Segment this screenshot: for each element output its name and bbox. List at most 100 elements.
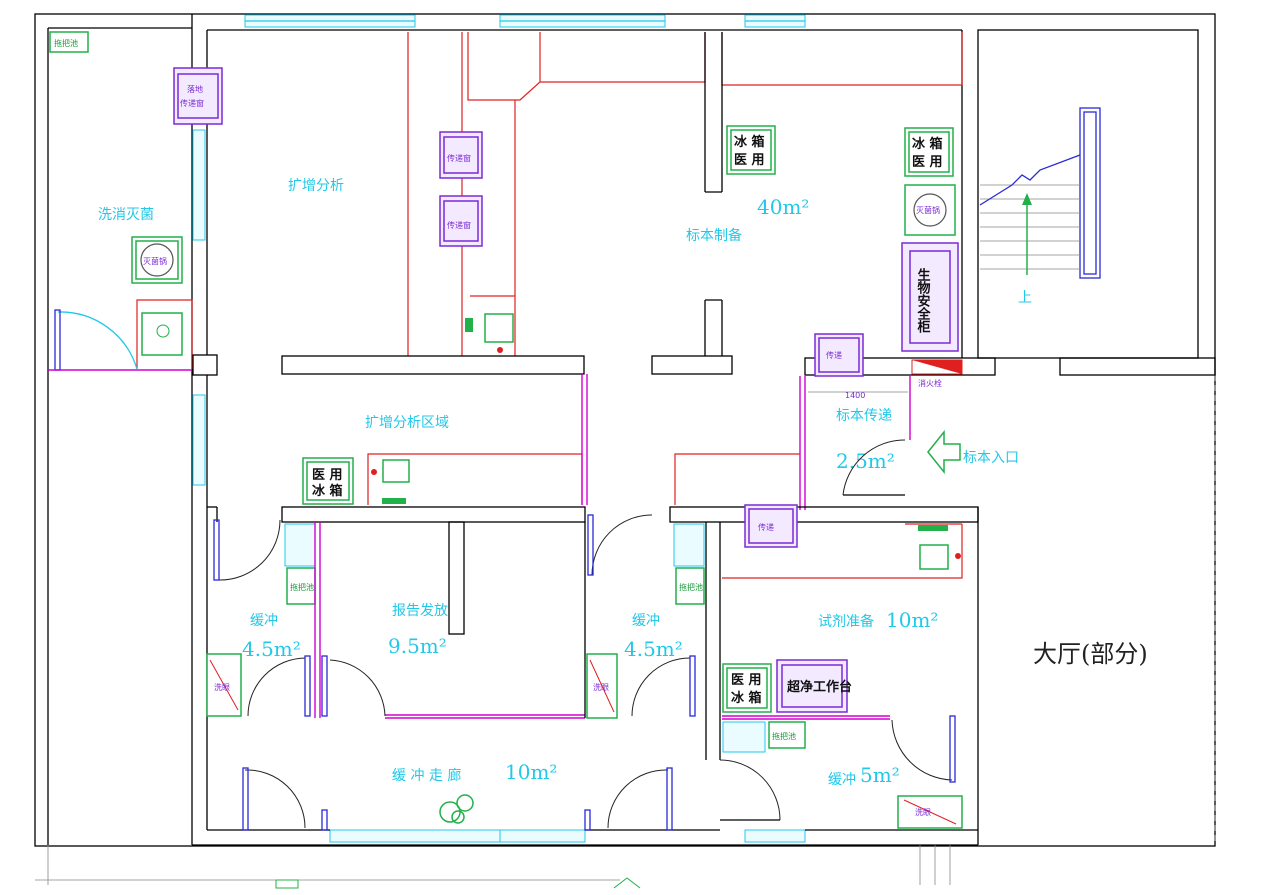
specimen-entrance-arrow-icon xyxy=(927,429,961,475)
svg-text:冰 箱: 冰 箱 xyxy=(734,134,765,150)
pass-box-3: 传递 xyxy=(814,333,864,377)
wash-sterilize-label: 洗消灭菌 xyxy=(98,207,154,223)
buffer-small-area: 5m² xyxy=(860,763,900,787)
svg-text:拖把池: 拖把池 xyxy=(290,582,314,592)
svg-text:传递窗: 传递窗 xyxy=(180,98,204,108)
report-label: 报告发放 xyxy=(392,603,448,619)
door-buffer-mid-top[interactable] xyxy=(591,514,653,576)
buffer-mid-area: 4.5m² xyxy=(624,637,683,661)
door-buffer-small-left[interactable] xyxy=(719,759,781,821)
door-corridor-left[interactable] xyxy=(244,769,306,829)
svg-text:传递: 传递 xyxy=(758,522,774,532)
report-room: 报告发放 9.5m² xyxy=(314,522,585,719)
amp-zone-label: 扩增分析区域 xyxy=(365,415,449,431)
door-buffer-small-top[interactable] xyxy=(891,719,953,781)
autoclave-2-icon: 灭菌锅 xyxy=(904,184,956,236)
bottom-outside xyxy=(275,845,951,889)
svg-text:拖把池: 拖把池 xyxy=(54,38,78,48)
svg-text:洗眼: 洗眼 xyxy=(593,682,609,692)
svg-text:消火栓: 消火栓 xyxy=(918,378,942,388)
door-wash-room[interactable] xyxy=(57,311,138,370)
reagent-prep-area: 10m² xyxy=(886,608,938,632)
svg-text:灭菌锅: 灭菌锅 xyxy=(916,205,940,215)
top-windows xyxy=(192,14,806,843)
door-buffer-left-right[interactable] xyxy=(247,657,306,717)
amplification-label: 扩增分析 xyxy=(288,178,344,194)
specimen-transfer-room: 1400 标本传递 2.5m² 标本入口 xyxy=(799,376,1019,510)
specimen-entrance-label: 标本入口 xyxy=(963,450,1019,466)
interior-walls xyxy=(192,32,733,376)
pass-box-4: 传递 xyxy=(744,504,798,548)
specimen-prep-label: 标本制备 xyxy=(686,227,742,244)
specimen-prep-area: 40m² xyxy=(757,195,809,219)
stair-direction-label: 上 xyxy=(1018,290,1032,306)
svg-text:冰 箱: 冰 箱 xyxy=(312,483,343,499)
mop-pool-mid xyxy=(675,567,705,605)
shower-eye-wash-mid: 洗眼 xyxy=(586,653,618,719)
pass-box-1: 传递窗 xyxy=(439,131,483,179)
svg-text:传递窗: 传递窗 xyxy=(447,220,471,230)
corridor-area: 10m² xyxy=(505,760,557,784)
door-report[interactable] xyxy=(329,659,386,717)
svg-text:冰 箱: 冰 箱 xyxy=(912,136,943,152)
specimen-prep-room: 标本制备 40m² 冰 箱 医 用 冰 箱 医 用 灭菌锅 生物安全柜 传递 xyxy=(686,125,963,388)
corridor: 缓 冲 走 廊 10m² xyxy=(192,760,978,846)
middle-walls xyxy=(207,506,979,845)
medical-fridge-4: 医 用 冰 箱 xyxy=(722,663,772,713)
medical-fridge-2: 冰 箱 医 用 xyxy=(904,127,954,177)
medical-fridge-3: 医 用 冰 箱 xyxy=(302,457,354,505)
hand-wash-sink-icon xyxy=(136,299,193,369)
biosafety-cabinet: 生物安全柜 xyxy=(901,242,959,352)
amp-analysis-zone: 扩增分析区域 医 用 冰 箱 xyxy=(302,374,800,505)
clean-bench: 超净工作台 xyxy=(776,659,852,713)
mop-pool-top-left xyxy=(49,31,89,53)
svg-text:落地: 落地 xyxy=(187,84,203,94)
stair-block: 上 xyxy=(804,29,1216,376)
svg-text:医 用: 医 用 xyxy=(731,673,762,688)
hand-wash-reagent xyxy=(722,721,766,753)
mop-pool-left xyxy=(286,567,316,605)
hand-wash-mid xyxy=(673,523,705,567)
hall-label: 大厅(部分) xyxy=(1033,640,1148,668)
svg-text:洗眼: 洗眼 xyxy=(214,682,230,692)
svg-text:医 用: 医 用 xyxy=(734,153,765,168)
door-buffer-left-top[interactable] xyxy=(217,519,281,581)
fire-hydrant-icon: 消火栓 xyxy=(911,359,963,388)
buffer-left-area: 4.5m² xyxy=(242,637,301,661)
buffer-mid-room: 缓冲 4.5m² 拖把池 洗眼 xyxy=(584,514,721,760)
buffer-small-room: 缓冲 5m² 洗眼 xyxy=(719,715,963,829)
amplification-room: 扩增分析 传递窗 传递窗 xyxy=(288,32,963,356)
svg-text:生物安全柜: 生物安全柜 xyxy=(915,267,932,333)
amp-sink-icon xyxy=(465,313,514,353)
dimension-label: 1400 xyxy=(845,391,865,400)
svg-text:拖把池: 拖把池 xyxy=(679,582,703,592)
door-specimen-transfer[interactable] xyxy=(842,439,906,496)
pass-box-2: 传递窗 xyxy=(439,195,483,247)
corridor-shower-icon xyxy=(439,794,474,824)
svg-text:冰 箱: 冰 箱 xyxy=(731,690,762,706)
specimen-transfer-area: 2.5m² xyxy=(836,449,895,473)
reagent-prep-label: 试剂准备 xyxy=(818,613,874,630)
svg-text:灭菌锅: 灭菌锅 xyxy=(143,256,167,266)
report-area: 9.5m² xyxy=(388,634,447,658)
buffer-mid-label: 缓冲 xyxy=(632,613,660,629)
door-corridor-mid[interactable] xyxy=(607,769,669,829)
door-buffer-mid-right[interactable] xyxy=(631,657,691,717)
buffer-left-room: 拖把池 缓冲 4.5m² 洗眼 xyxy=(206,519,316,717)
svg-text:医 用: 医 用 xyxy=(912,155,943,170)
specimen-transfer-label: 标本传递 xyxy=(836,408,892,424)
buffer-small-label: 缓冲 xyxy=(828,772,856,788)
shower-eye-wash-left: 洗眼 xyxy=(206,653,242,717)
medical-fridge-1: 冰 箱 医 用 xyxy=(726,125,776,175)
corridor-label: 缓 冲 走 廊 xyxy=(392,767,461,784)
svg-text:传递: 传递 xyxy=(826,350,842,360)
reagent-prep-room: 试剂准备 10m² 传递 医 用 冰 箱 超净工作台 拖把池 xyxy=(722,504,963,753)
buffer-left-label: 缓冲 xyxy=(250,613,278,629)
svg-text:拖把池: 拖把池 xyxy=(772,731,796,741)
svg-text:超净工作台: 超净工作台 xyxy=(787,679,852,695)
wash-sterilize-room: 拖把池 洗消灭菌 灭菌锅 xyxy=(48,31,193,371)
floor-pass-box: 落地 传递窗 xyxy=(173,67,223,125)
amp-zone-sink-icon xyxy=(371,459,410,504)
svg-text:洗眼: 洗眼 xyxy=(915,807,931,817)
